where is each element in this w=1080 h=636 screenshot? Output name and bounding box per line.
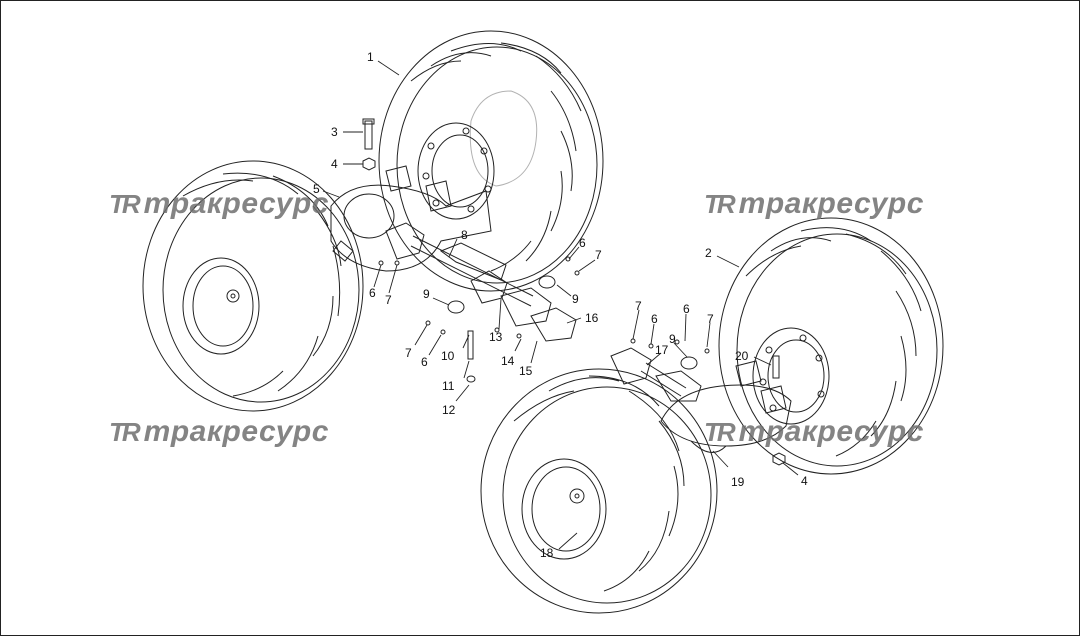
watermark-logo: TR [109,189,141,219]
leader-lines [322,60,799,550]
callout-12: 12 [442,403,456,417]
callout-18: 18 [540,546,554,560]
watermark-text: тракресурс [143,187,329,220]
watermark-logo: TR [109,417,141,447]
seal-9c [680,356,698,370]
watermark-logo: TR [704,417,736,447]
callout-7b: 7 [385,293,392,307]
callout-17: 17 [655,343,669,357]
callout-6e: 6 [683,302,690,316]
bolt-3 [362,118,375,150]
callout-20: 20 [735,349,749,363]
callout-4a: 4 [331,157,338,171]
callout-2: 2 [705,246,712,260]
callout-13: 13 [489,330,503,344]
watermark-logo: TR [704,189,736,219]
callout-10: 10 [441,349,455,363]
callout-9b: 9 [572,292,579,306]
nut-4-upper [362,157,376,171]
callout-7d: 7 [635,299,642,313]
callout-19: 19 [731,475,745,489]
callout-7c: 7 [405,346,412,360]
driveshaft-upper [385,222,577,342]
axle-housing-upper [330,165,492,272]
tire-2 [718,217,944,475]
callout-15: 15 [519,364,533,378]
tire-upper-left [142,160,364,412]
watermark-text: тракресурс [738,415,924,448]
callout-9a: 9 [423,287,430,301]
nut-4-lower [772,452,786,466]
callout-1: 1 [367,50,374,64]
tire-18 [480,368,718,614]
callout-7a: 7 [595,248,602,262]
callout-11: 11 [442,379,455,393]
callout-6c: 6 [421,355,428,369]
seal-9b [538,275,556,289]
callout-5: 5 [313,182,320,196]
callout-6a: 6 [579,236,586,250]
callout-4b: 4 [801,474,808,488]
watermark-text: тракресурс [738,187,924,220]
callout-8: 8 [461,228,468,242]
callout-3: 3 [331,125,338,139]
callout-7e: 7 [707,312,714,326]
tire-1 [378,30,604,292]
callout-14: 14 [501,354,515,368]
driveshaft-lower [610,347,702,402]
callout-6b: 6 [369,286,376,300]
seal-9a [447,300,465,314]
callout-9c: 9 [669,332,676,346]
hub-1 [417,122,495,220]
callout-16: 16 [585,311,599,325]
callout-6d: 6 [651,312,658,326]
watermark-text: тракресурс [143,415,329,448]
hub-2 [752,327,830,425]
axle-housing-lower [660,355,792,453]
